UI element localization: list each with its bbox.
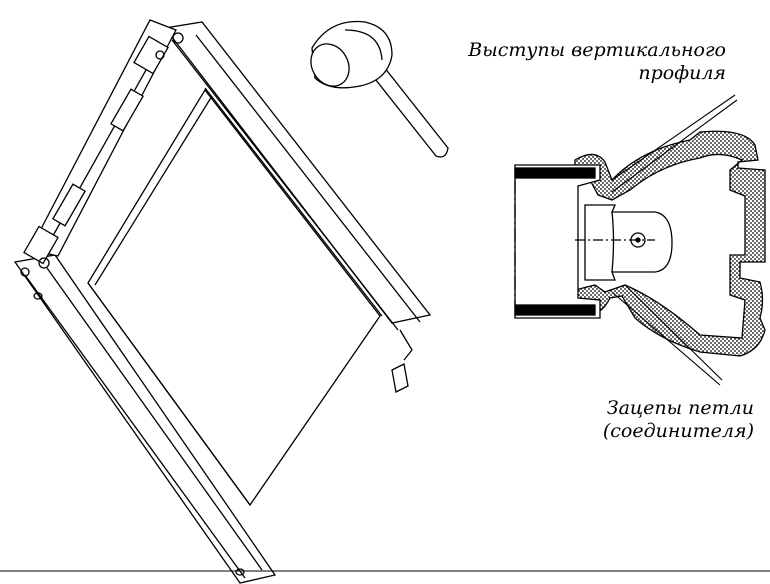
panel-area — [87, 88, 381, 507]
leader-lines — [611, 94, 738, 386]
insert-body — [514, 164, 601, 319]
label-profile-protrusions-line2: профиля — [638, 62, 726, 84]
vertical-profile — [571, 130, 766, 357]
hinge-mid — [110, 88, 144, 132]
label-profile-protrusions-line1: Выступы вертикального — [468, 39, 726, 61]
hinge-low — [52, 183, 86, 227]
leader-hooks — [611, 291, 721, 386]
hinge-bottom — [23, 225, 59, 265]
leader-protrusions-2 — [611, 99, 738, 193]
profile-section — [514, 130, 766, 357]
mallet-handle — [371, 66, 449, 158]
label-hinge-hooks-line1: Зацепы петли — [606, 397, 754, 419]
frame-drawing — [13, 19, 432, 584]
label-hinge-hooks-line2: (соединителя) — [602, 420, 754, 442]
hinge-connector — [584, 204, 673, 281]
corner-bracket — [391, 363, 409, 393]
mallet-drawing — [310, 20, 449, 158]
label-profile-protrusions: Выступы вертикального профиля — [468, 39, 726, 85]
label-hinge-hooks: Зацепы петли (соединителя) — [603, 397, 754, 443]
hinge-top — [133, 35, 169, 75]
leader-protrusions — [611, 94, 736, 181]
leader-hooks-2 — [624, 284, 723, 381]
